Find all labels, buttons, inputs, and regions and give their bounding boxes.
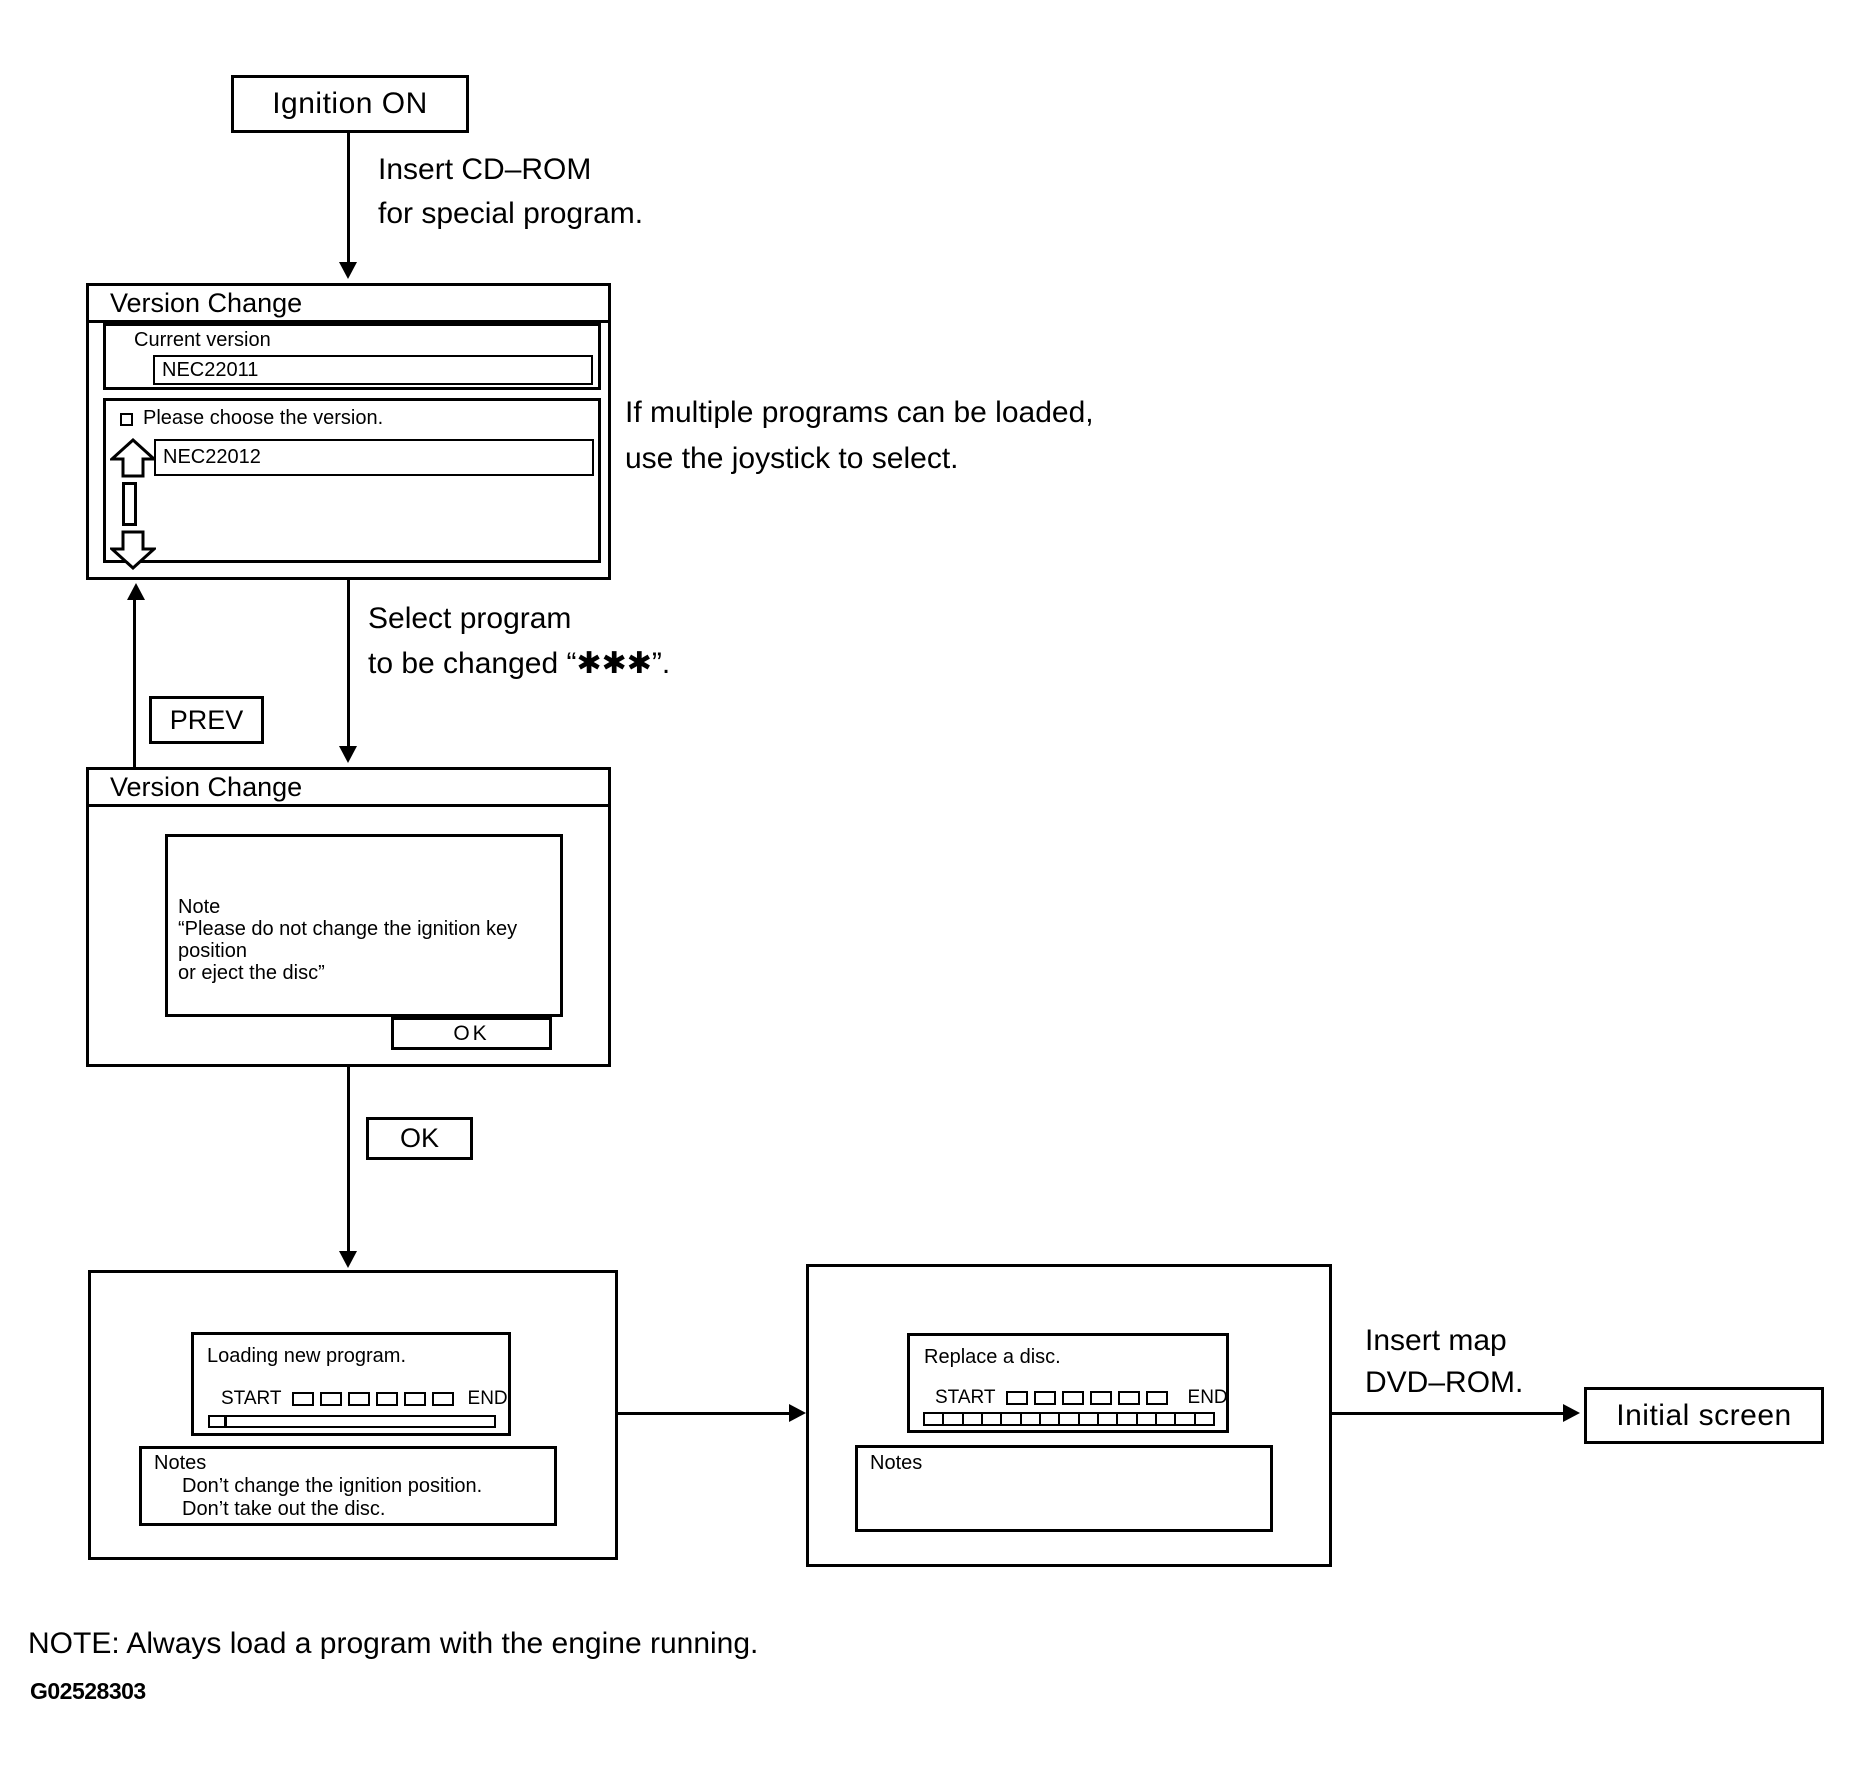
replace-progress-scale: START END (935, 1387, 1228, 1409)
current-version-field: NEC22011 (153, 355, 593, 385)
arrow-vc2-to-vc1 (133, 599, 136, 767)
progress-segment (1099, 1414, 1119, 1424)
ok-button-box: OK (366, 1117, 473, 1160)
start-label: START (935, 1387, 996, 1408)
arrowhead-down-icon (339, 262, 357, 279)
loading-progress-scale: START END (221, 1388, 508, 1410)
bullet-square-icon (120, 413, 133, 426)
loading-notes-title: Notes (154, 1452, 207, 1474)
replace-notes-panel: Notes (855, 1445, 1273, 1532)
arrow-replace-to-initial (1332, 1412, 1564, 1415)
prev-button-box: PREV (149, 696, 264, 744)
loading-notes-panel: Notes Don’t change the ignition position… (139, 1446, 557, 1526)
end-label: END (1187, 1387, 1228, 1408)
end-label: END (467, 1388, 508, 1409)
progress-segment (1138, 1414, 1157, 1424)
replace-message: Replace a disc. (924, 1346, 1061, 1368)
arrowhead-right-icon (789, 1404, 806, 1422)
tick-box-icon (291, 1392, 314, 1406)
tick-box-icon (347, 1392, 370, 1406)
dialog-ok-label: OK (453, 1021, 490, 1045)
vc1-title: Version Change (110, 287, 303, 318)
vc2-title-bar: Version Change (89, 770, 608, 807)
vc1-title-bar: Version Change (89, 286, 608, 323)
footer-note: NOTE: Always load a program with the eng… (28, 1627, 759, 1660)
progress-cell (210, 1417, 227, 1426)
ignition-on-label: Ignition ON (272, 87, 428, 120)
progress-segment (1060, 1414, 1080, 1424)
tick-box-icon (1145, 1391, 1168, 1405)
dialog-ok-button: OK (391, 1017, 552, 1050)
progress-segment (1118, 1414, 1138, 1424)
arrowhead-down-icon (339, 746, 357, 763)
current-version-label: Current version (134, 329, 271, 351)
progress-segment (1041, 1414, 1061, 1424)
arrow-vc1-to-vc2 (347, 580, 350, 746)
choose-version-prompt: Please choose the version. (143, 407, 384, 429)
arrowhead-right-icon (1563, 1404, 1580, 1422)
tick-box-icon (1117, 1391, 1140, 1405)
replace-panel: Replace a disc. START END (907, 1333, 1229, 1433)
tick-box-icon (1005, 1391, 1028, 1405)
note-dialog: Note “Please do not change the ignition … (165, 834, 563, 1017)
selected-version-value: NEC22012 (163, 446, 261, 468)
figure-id: G02528303 (30, 1678, 146, 1704)
ignition-on-box: Ignition ON (231, 75, 469, 133)
tick-row (291, 1392, 460, 1406)
start-label: START (221, 1388, 282, 1409)
tick-box-icon (403, 1392, 426, 1406)
tick-row (1005, 1391, 1174, 1405)
initial-screen-label: Initial screen (1616, 1398, 1792, 1432)
progress-segment (944, 1414, 964, 1424)
arrow-vc2-to-loading (347, 1067, 350, 1252)
loading-progress-bar (208, 1415, 496, 1428)
progress-segment (964, 1414, 983, 1424)
progress-segment (1002, 1414, 1022, 1424)
progress-segment (1176, 1414, 1196, 1424)
loading-note-line: Don’t change the ignition position. (182, 1475, 483, 1497)
progress-segment (1157, 1414, 1177, 1424)
insert-cdrom-annotation: Insert CD–ROM for special program. (378, 153, 644, 230)
current-version-panel: Current version NEC22011 (103, 323, 601, 390)
tick-box-icon (1061, 1391, 1084, 1405)
multiple-programs-annotation: If multiple programs can be loaded, use … (625, 396, 1094, 475)
progress-segment (983, 1414, 1003, 1424)
scroll-shaft-icon (122, 482, 137, 526)
scroll-down-icon (110, 530, 156, 570)
arrowhead-down-icon (339, 1251, 357, 1268)
progress-segment (925, 1414, 945, 1424)
tick-box-icon (375, 1392, 398, 1406)
loading-note-line: Don’t take out the disc. (182, 1498, 386, 1520)
progress-segment (1080, 1414, 1099, 1424)
vc2-title: Version Change (110, 771, 303, 802)
tick-box-icon (431, 1392, 454, 1406)
loading-message: Loading new program. (207, 1345, 407, 1367)
select-program-annotation: Select program to be changed “✱✱✱”. (368, 602, 671, 680)
version-select-field: NEC22012 (154, 439, 594, 476)
arrowhead-up-icon (127, 583, 145, 600)
replace-progress-bar (923, 1412, 1215, 1426)
note-dialog-text: Note “Please do not change the ignition … (178, 896, 518, 984)
ok-label: OK (399, 1123, 439, 1153)
choose-version-panel: Please choose the version. NEC22012 (103, 398, 601, 570)
insert-dvd-annotation: Insert map DVD–ROM. (1365, 1324, 1524, 1399)
prev-label: PREV (169, 704, 244, 735)
replace-notes-title: Notes (870, 1452, 923, 1474)
loading-panel: Loading new program. START END (191, 1332, 511, 1436)
tick-box-icon (319, 1392, 342, 1406)
progress-segment (1196, 1414, 1213, 1424)
arrow-ignition-to-vc1 (347, 133, 350, 263)
progress-segment (1022, 1414, 1041, 1424)
tick-box-icon (1089, 1391, 1112, 1405)
tick-box-icon (1033, 1391, 1056, 1405)
arrow-loading-to-replace (618, 1412, 790, 1415)
scroll-up-icon (110, 438, 156, 478)
initial-screen-box: Initial screen (1584, 1387, 1824, 1444)
current-version-value: NEC22011 (162, 358, 259, 381)
